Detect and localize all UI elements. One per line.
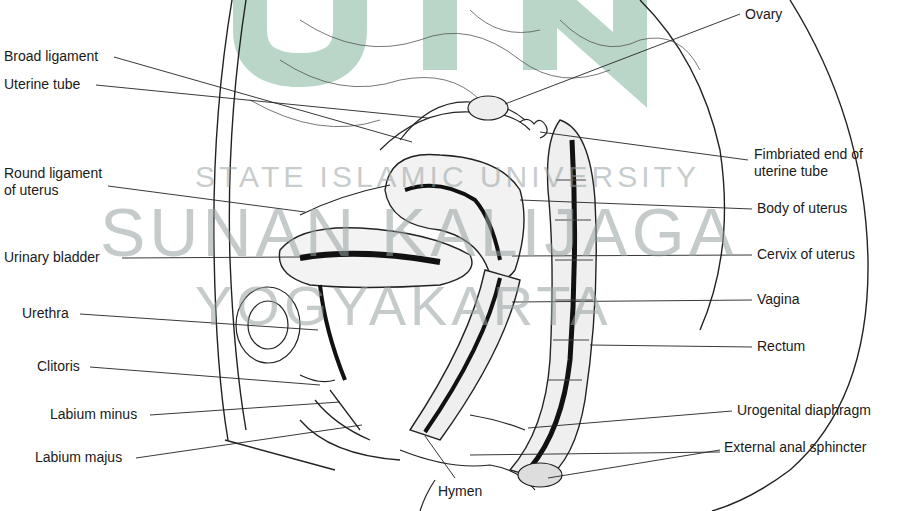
part-label: Labium minus <box>50 406 137 423</box>
part-label: External anal sphincter <box>724 439 866 456</box>
watermark-text: STATE ISLAMIC UNIVERSITY <box>195 162 700 192</box>
part-label: Cervix of uterus <box>757 246 855 263</box>
watermark-text: SUNAN KALIJAGA <box>100 198 738 266</box>
intestine-texture <box>250 10 700 127</box>
part-label: Uterine tube <box>4 76 80 93</box>
part-label: Urethra <box>22 305 69 322</box>
part-label: Rectum <box>757 338 805 355</box>
logo-mark <box>250 0 630 70</box>
part-label: Ovary <box>745 6 782 23</box>
part-label: Body of uterus <box>757 200 847 217</box>
perineum <box>400 415 562 511</box>
leader-lines <box>80 14 752 478</box>
vulva <box>300 375 400 460</box>
part-label: Urinary bladder <box>4 249 100 266</box>
part-label: Urogenital diaphragm <box>737 402 871 419</box>
part-label: Clitoris <box>37 358 80 375</box>
part-label: Vagina <box>757 291 800 308</box>
watermark-text: YOGYAKARTA <box>195 278 612 334</box>
part-label: Round ligament of uterus <box>4 165 116 199</box>
part-label: Hymen <box>438 483 482 500</box>
adnexa <box>380 96 547 150</box>
part-label: Broad ligament <box>4 48 98 65</box>
part-label: Labium majus <box>35 449 122 466</box>
part-label: Fimbriated end of uterine tube <box>754 146 894 180</box>
